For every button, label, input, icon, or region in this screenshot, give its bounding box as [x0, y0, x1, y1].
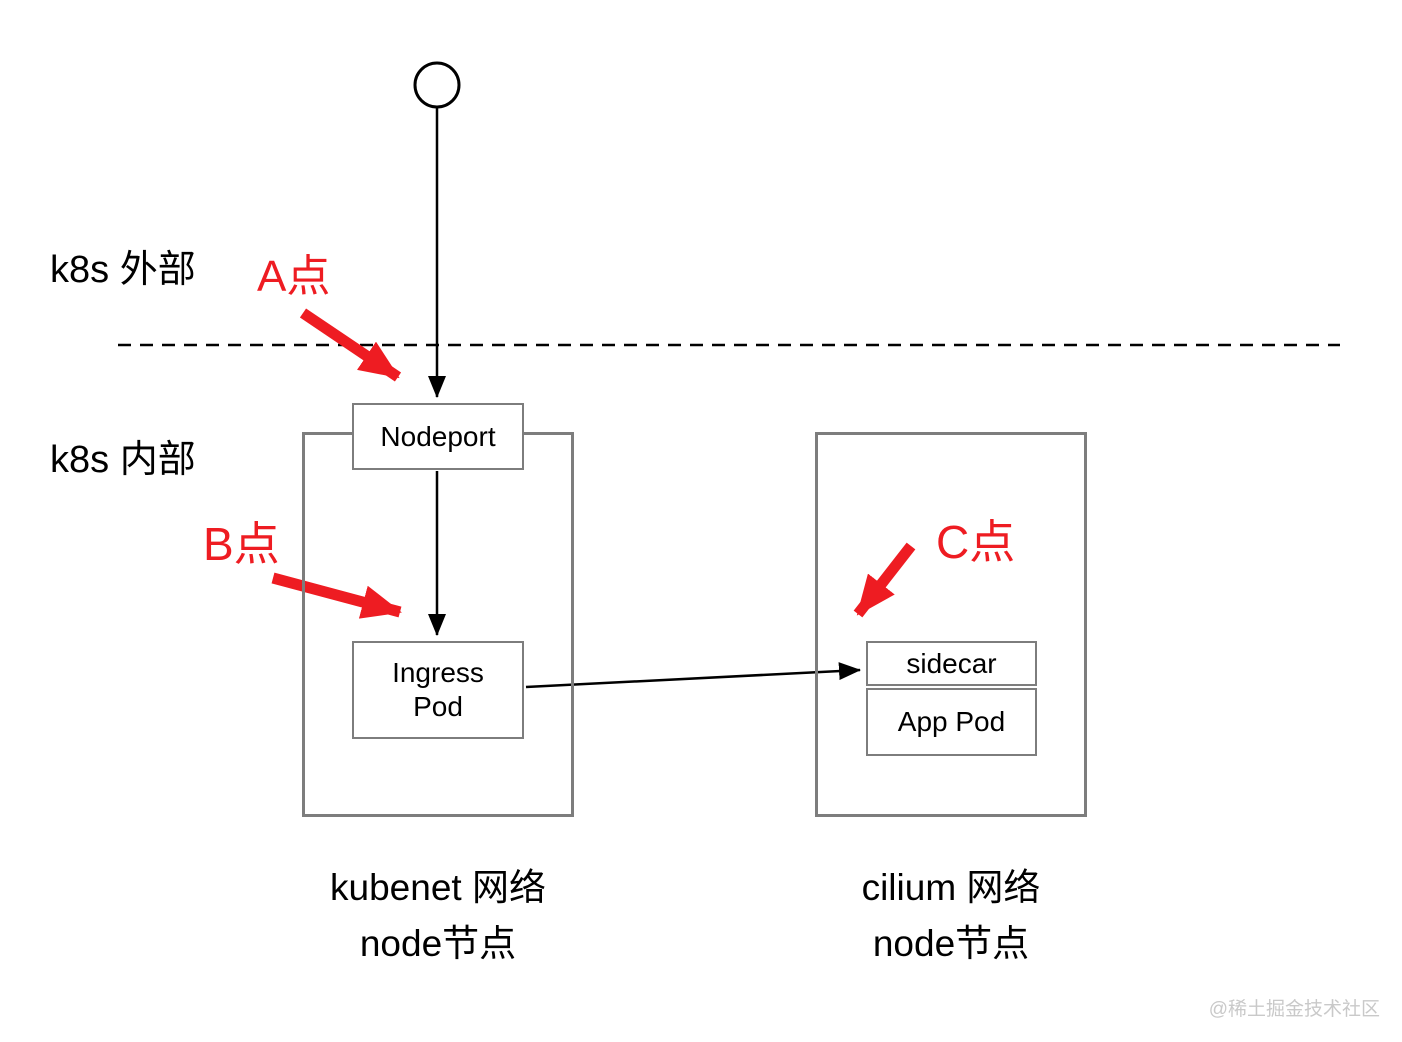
cilium-node-caption: cilium 网络 node节点: [731, 860, 1171, 972]
ingress-pod-label-line2: Pod: [413, 691, 463, 722]
external-client-circle: [413, 61, 461, 109]
cilium-node-caption-line2: node节点: [872, 923, 1030, 964]
sidecar-box: sidecar: [866, 641, 1037, 686]
zone-label-k8s-outside: k8s 外部: [50, 249, 196, 291]
kubenet-node-box: [302, 432, 574, 817]
point-c-label: C点: [936, 516, 1016, 568]
nodeport-box: Nodeport: [352, 403, 524, 470]
app-pod-label: App Pod: [897, 706, 1006, 738]
point-b-label: B点: [203, 518, 280, 570]
watermark-text: @稀土掘金技术社区: [1208, 999, 1380, 1020]
arrow-ingress-to-sidecar: [525, 662, 861, 689]
point-a-label: A点: [257, 252, 331, 301]
kubenet-node-caption-line2: node节点: [359, 923, 517, 964]
ingress-pod-box: Ingress Pod: [352, 641, 524, 739]
kubenet-node-caption-line1: kubenet 网络: [330, 867, 546, 908]
nodeport-label: Nodeport: [380, 420, 496, 452]
kubenet-node-caption: kubenet 网络 node节点: [218, 860, 658, 972]
ingress-pod-label-line1: Ingress: [392, 657, 484, 689]
cilium-node-caption-line1: cilium 网络: [861, 867, 1041, 908]
app-pod-box: App Pod: [866, 688, 1037, 756]
zone-label-k8s-inside: k8s 内部: [50, 439, 196, 481]
point-a-red-arrow: [299, 308, 402, 382]
sidecar-label: sidecar: [906, 647, 997, 679]
cilium-node-box: [815, 432, 1087, 817]
